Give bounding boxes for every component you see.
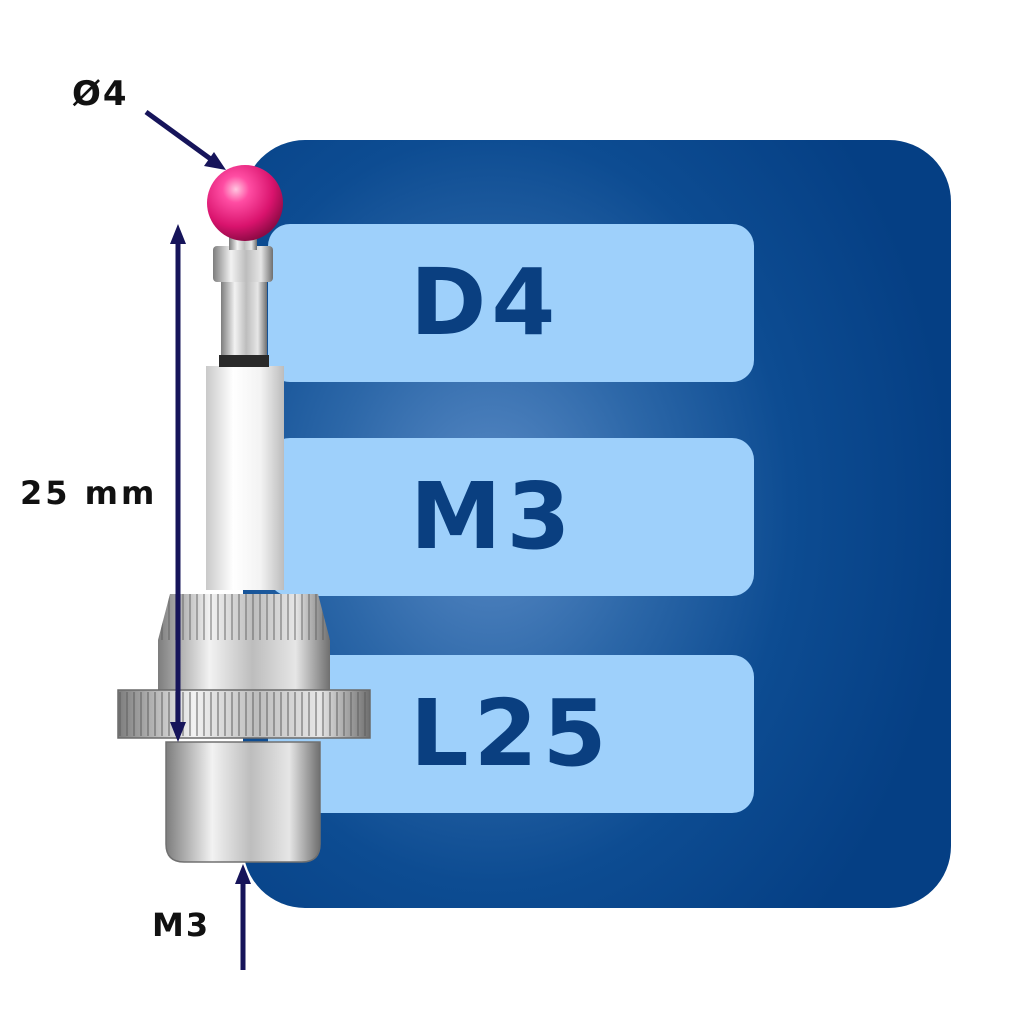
spec-box-diameter: D4 [268, 224, 754, 382]
ball-diameter-label: Ø4 [72, 74, 129, 114]
length-dimension-label: 25 mm [20, 474, 158, 512]
stylus-metal-shaft [213, 246, 273, 367]
dimension-arrow-icon [144, 109, 251, 970]
spec-box-thread: M3 [268, 438, 754, 596]
ruby-ball-tip [207, 165, 283, 250]
stylus-thread-base [165, 741, 321, 863]
stylus-knurled-body [117, 594, 371, 739]
thread-dimension-label: M3 [152, 906, 211, 944]
stylus-ceramic-stem [206, 366, 284, 590]
